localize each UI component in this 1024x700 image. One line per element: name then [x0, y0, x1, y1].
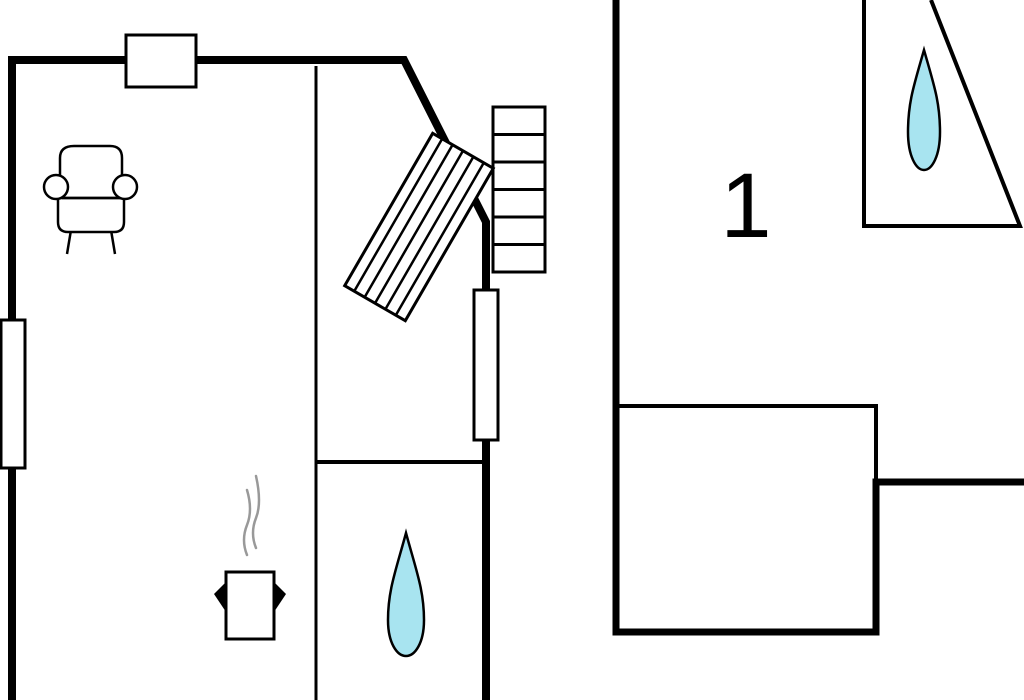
- water-drop-icon: [906, 45, 942, 172]
- stairs-icon: [491, 105, 547, 274]
- window-right: [472, 288, 500, 442]
- cooking-pot-icon: [214, 474, 286, 641]
- radiator-icon: [342, 131, 496, 323]
- left-building: [0, 33, 500, 700]
- window-top: [124, 33, 198, 89]
- right-building: 1: [612, 0, 1024, 636]
- right-building-lower-room: [618, 404, 878, 482]
- right-building-outer-wall: [612, 0, 1024, 636]
- window-left: [0, 318, 27, 470]
- armchair-icon: [42, 144, 139, 255]
- floor-number-label: 1: [720, 155, 771, 257]
- right-building-bathroom: [862, 0, 1023, 228]
- water-drop-icon: [386, 528, 426, 658]
